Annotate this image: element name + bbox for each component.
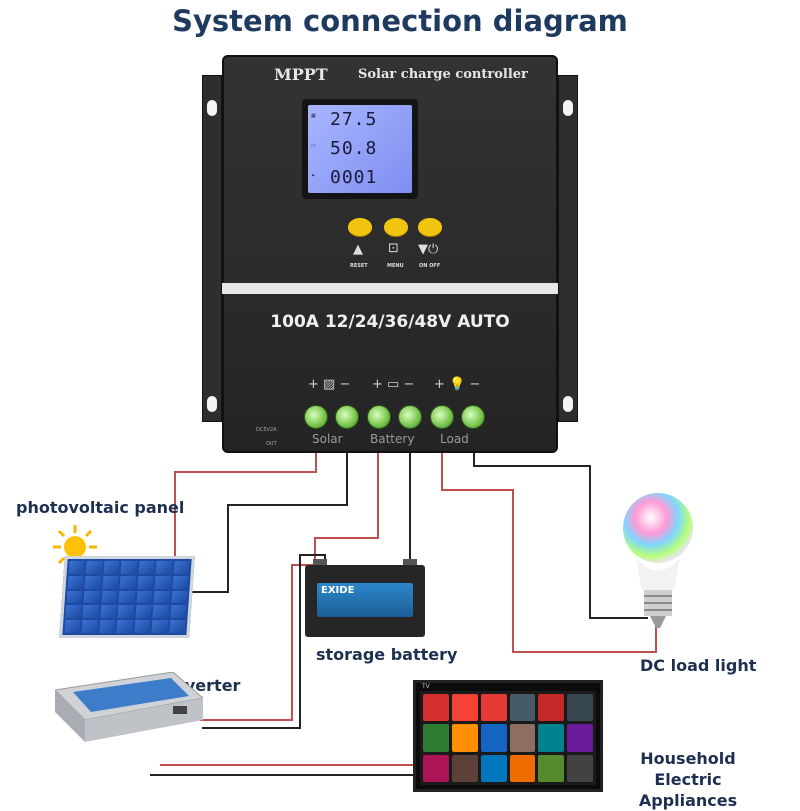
on-off-label: ON OFF bbox=[419, 263, 441, 269]
load-positive-wire bbox=[441, 452, 657, 653]
on-off-button[interactable] bbox=[418, 218, 442, 236]
battery-positive-terminal[interactable] bbox=[367, 405, 391, 429]
solar-polarity-symbol: + ▨ − bbox=[308, 377, 351, 392]
menu-label: MENU bbox=[387, 263, 404, 269]
battery-label-plate: EXIDE bbox=[317, 583, 413, 617]
menu-button[interactable] bbox=[384, 218, 408, 236]
bulb-icon: ✦ bbox=[311, 173, 316, 179]
mounting-hole bbox=[207, 100, 217, 116]
load-positive-terminal[interactable] bbox=[430, 405, 454, 429]
tv-badge: TV bbox=[422, 683, 430, 690]
reset-button[interactable] bbox=[348, 218, 372, 236]
usb-out-label: OUT bbox=[266, 441, 277, 447]
reset-label: RESET bbox=[350, 263, 368, 269]
battery-negative-terminal[interactable] bbox=[398, 405, 422, 429]
usb-port-label: DC5V2A bbox=[256, 427, 277, 433]
charge-controller: MPPT Solar charge controller ▦ 27.5 ▭ 50… bbox=[202, 55, 578, 453]
lcd-line-2: 50.8 bbox=[330, 138, 378, 159]
mounting-hole bbox=[563, 396, 573, 412]
solar-negative-wire bbox=[190, 452, 348, 593]
load-negative-wire bbox=[473, 452, 648, 619]
panel-icon: ▦ bbox=[311, 113, 316, 119]
battery-brand: EXIDE bbox=[321, 585, 355, 596]
lcd-line-3: 0001 bbox=[330, 167, 378, 188]
solar-terminal-label: Solar bbox=[312, 432, 343, 446]
menu-icon: ⊡ bbox=[388, 241, 399, 256]
lcd-bezel: ▦ 27.5 ▭ 50.8 ✦ 0001 bbox=[302, 99, 418, 199]
solar-positive-terminal[interactable] bbox=[304, 405, 328, 429]
tv-screen bbox=[420, 691, 596, 785]
load-terminal-label: Load bbox=[440, 432, 469, 446]
brand-label: MPPT bbox=[274, 65, 328, 84]
light-label: DC load light bbox=[640, 656, 757, 675]
solar-positive-wire bbox=[174, 452, 317, 556]
up-arrow-icon: ▲ bbox=[353, 242, 363, 257]
solar-panel-image bbox=[59, 556, 195, 638]
battery-icon: ▭ bbox=[311, 143, 316, 149]
load-polarity-symbol: + 💡 − bbox=[434, 377, 481, 392]
left-mounting-bracket bbox=[202, 75, 222, 422]
mounting-hole bbox=[207, 396, 217, 412]
light-bulb-image bbox=[623, 493, 693, 628]
battery-label: storage battery bbox=[316, 645, 458, 664]
battery-terminal-label: Battery bbox=[370, 432, 415, 446]
lcd-line-1: 27.5 bbox=[330, 109, 378, 130]
storage-battery-image: EXIDE bbox=[305, 559, 425, 637]
inverter-positive-wire bbox=[200, 564, 315, 721]
battery-polarity-symbol: + ▭ − bbox=[372, 377, 415, 392]
diagram-title: System connection diagram bbox=[172, 4, 628, 38]
battery-positive-wire bbox=[314, 452, 379, 565]
solar-negative-terminal[interactable] bbox=[335, 405, 359, 429]
television-image: TV bbox=[413, 680, 603, 792]
inverter-negative-wire bbox=[202, 554, 326, 729]
panel-label: photovoltaic panel bbox=[16, 498, 185, 517]
rating-label: 100A 12/24/36/48V AUTO bbox=[270, 312, 510, 332]
device-subtitle: Solar charge controller bbox=[358, 67, 528, 82]
battery-post bbox=[403, 559, 417, 565]
white-stripe bbox=[222, 283, 558, 294]
mounting-hole bbox=[563, 100, 573, 116]
battery-post bbox=[313, 559, 327, 565]
lcd-display: ▦ 27.5 ▭ 50.8 ✦ 0001 bbox=[308, 105, 412, 193]
down-arrow-power-icon: ▼⏻ bbox=[418, 242, 439, 257]
appliances-label-text: Household Electric Appliances bbox=[638, 749, 738, 810]
inverter-image bbox=[55, 672, 203, 742]
load-negative-terminal[interactable] bbox=[461, 405, 485, 429]
right-mounting-bracket bbox=[558, 75, 578, 422]
